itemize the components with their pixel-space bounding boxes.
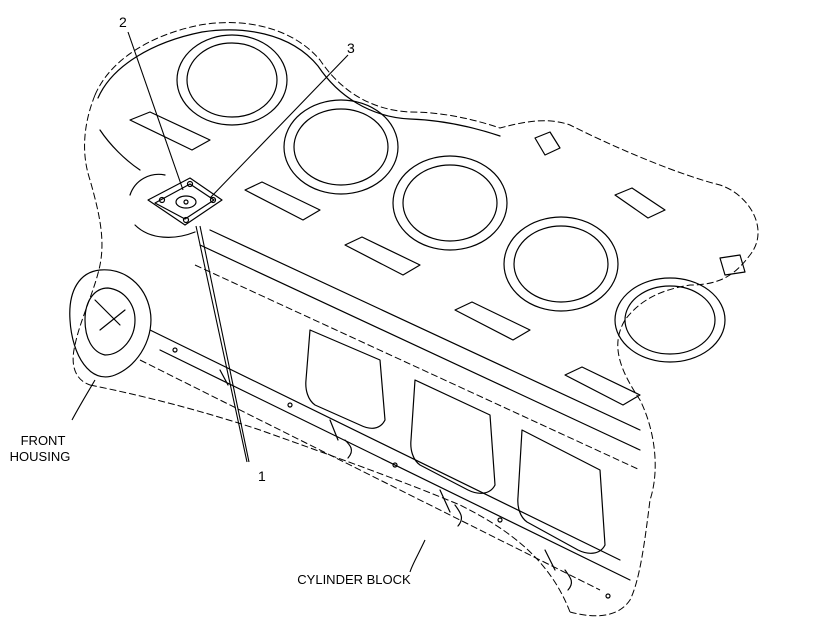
cylinder-bores bbox=[176, 34, 726, 363]
front-housing bbox=[69, 269, 152, 378]
front-housing-label-line2: HOUSING bbox=[10, 449, 71, 464]
cover-plate bbox=[129, 173, 223, 238]
callout-2: 2 bbox=[119, 14, 127, 30]
cylinder-block-illustration bbox=[69, 22, 759, 617]
front-housing-label-line1: FRONT bbox=[21, 433, 66, 448]
callout-1: 1 bbox=[258, 468, 266, 484]
head-bolt-bosses bbox=[129, 111, 746, 406]
cylinder-block-label: CYLINDER BLOCK bbox=[297, 572, 411, 587]
callout-3: 3 bbox=[347, 40, 355, 56]
crankcase-windows bbox=[305, 329, 606, 554]
callout-leaders bbox=[71, 31, 426, 573]
